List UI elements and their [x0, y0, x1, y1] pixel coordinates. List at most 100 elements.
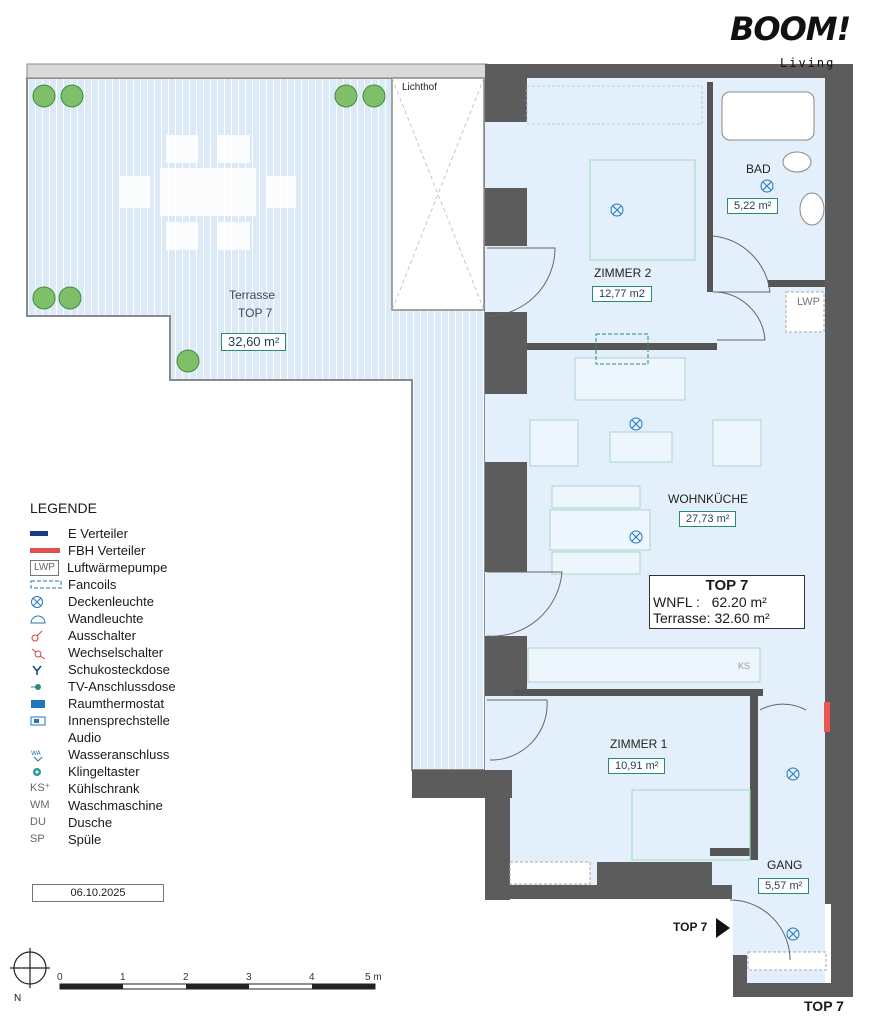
- wohnkueche-area: 27,73 m²: [679, 511, 737, 527]
- svg-text:WA: WA: [31, 750, 42, 757]
- summary-wnfl: WNFL : 62.20 m²: [653, 594, 767, 610]
- wall-top: [485, 64, 840, 78]
- wall-right: [825, 64, 853, 904]
- apartment-floor: [485, 78, 825, 985]
- bad-area: 5,22 m²: [727, 198, 779, 214]
- terrace-area-value: 32,60 m²: [221, 333, 287, 351]
- legend-item: TV-Anschlussdose: [30, 678, 176, 695]
- lichthof-label: Lichthof: [402, 82, 438, 93]
- e-verteiler-icon: [30, 527, 68, 541]
- sp-icon: SP: [30, 833, 45, 845]
- date-stamp: 06.10.2025: [32, 884, 164, 902]
- lichthof: [391, 77, 485, 311]
- legend-item: WA Wasseranschluss: [30, 746, 176, 763]
- scale-tick: 2: [183, 972, 189, 983]
- north-arrow-icon: [10, 948, 50, 988]
- zimmer2-area: 12,77 m2: [592, 286, 652, 302]
- legend-label: Dusche: [68, 815, 113, 830]
- wasseranschluss-icon: WA: [30, 748, 68, 762]
- north-label: N: [14, 993, 22, 1004]
- legend-item: Wechselschalter: [30, 644, 176, 661]
- tv-anschlussdose-icon: [30, 680, 68, 694]
- legend-item: Schukosteckdose: [30, 661, 176, 678]
- legend-item: SP Spüle: [30, 831, 176, 848]
- legend-item: Klingeltaster: [30, 763, 176, 780]
- entry-label: TOP 7: [673, 920, 708, 934]
- legend-label: Ausschalter: [68, 628, 136, 643]
- du-icon: DU: [30, 816, 46, 828]
- legend-item: Fancoils: [30, 576, 176, 593]
- legend-label: Wechselschalter: [68, 645, 164, 660]
- legend-item: E Verteiler: [30, 525, 176, 542]
- legend-item: Wandleuchte: [30, 610, 176, 627]
- legend-label: Innensprechstelle: [68, 713, 170, 728]
- zimmer1-label: ZIMMER 1: [610, 737, 668, 751]
- raumthermostat-icon: [30, 697, 68, 711]
- zimmer2-label: ZIMMER 2: [594, 266, 652, 280]
- legend-item: FBH Verteiler: [30, 542, 176, 559]
- terrace-label: Terrasse: [229, 288, 276, 302]
- gang-label: GANG: [767, 858, 803, 872]
- lwp-icon: LWP: [30, 559, 59, 576]
- unit-summary: TOP 7 WNFL : 62.20 m² Terrasse: 32.60 m²: [649, 575, 805, 629]
- ks-label: KS: [738, 661, 751, 671]
- fancoil-icon: [30, 578, 68, 592]
- innensprechstelle-icon: [30, 714, 68, 728]
- scale-tick: 0: [57, 972, 63, 983]
- summary-terrace: Terrasse: 32.60 m²: [653, 610, 770, 626]
- legend-item: DU Dusche: [30, 814, 176, 831]
- wandleuchte-icon: [30, 612, 68, 626]
- legend-label: Deckenleuchte: [68, 594, 154, 609]
- deckenleuchte-icon: [30, 595, 68, 609]
- scale-tick: 5 m: [365, 972, 382, 983]
- legend-label: Wasseranschluss: [68, 747, 170, 762]
- wohnkueche-label: WOHNKÜCHE: [668, 492, 748, 506]
- gang-area: 5,57 m²: [758, 878, 810, 894]
- legend-item: Deckenleuchte: [30, 593, 176, 610]
- legend-label: Raumthermostat: [68, 696, 165, 711]
- legend-label: FBH Verteiler: [68, 543, 146, 558]
- corner-label: TOP 7: [804, 998, 844, 1014]
- terrace-top-edge: [26, 63, 488, 79]
- legend-title: LEGENDE: [30, 500, 97, 516]
- wm-icon: WM: [30, 799, 50, 811]
- scale-tick: 3: [246, 972, 252, 983]
- plant-icon: [32, 84, 56, 108]
- scale-tick: 1: [120, 972, 126, 983]
- bad-label: BAD: [746, 162, 771, 176]
- schukosteckdose-icon: [30, 663, 68, 677]
- legend-item: Innensprechstelle: [30, 712, 176, 729]
- ceiling-light-icon: [610, 203, 624, 217]
- terrace-unit: TOP 7: [238, 306, 273, 320]
- legend-label: Audio: [68, 730, 102, 745]
- brand-logo: BOOM!: [730, 10, 851, 48]
- legend-item: Raumthermostat: [30, 695, 176, 712]
- summary-title: TOP 7: [705, 577, 749, 594]
- entry-arrow-icon: [716, 918, 730, 938]
- zimmer1-area: 10,91 m²: [608, 758, 666, 774]
- scale-bar: [59, 983, 376, 990]
- brand-sub: Living: [780, 56, 836, 70]
- legend-label: Luftwärmepumpe: [66, 560, 168, 575]
- ks-icon: KS⁺: [30, 782, 51, 794]
- fbh-verteiler-icon: [30, 544, 68, 558]
- wechselschalter-icon: [30, 646, 68, 660]
- klingeltaster-icon: [30, 765, 68, 779]
- legend-label: Spüle: [68, 832, 102, 847]
- legend-item: Audio: [30, 729, 176, 746]
- legend-spacer: [30, 731, 68, 745]
- legend-label: Kühlschrank: [68, 781, 140, 796]
- legend-label: TV-Anschlussdose: [68, 679, 176, 694]
- legend-item: WM Waschmaschine: [30, 797, 176, 814]
- legend-item: KS⁺ Kühlschrank: [30, 780, 176, 797]
- legend-label: Waschmaschine: [68, 798, 163, 813]
- legend-label: Klingeltaster: [68, 764, 140, 779]
- legend-label: Wandleuchte: [68, 611, 144, 626]
- legend-label: Fancoils: [68, 577, 117, 592]
- legend-label: Schukosteckdose: [68, 662, 170, 677]
- scale-tick: 4: [309, 972, 315, 983]
- ausschalter-icon: [30, 629, 68, 643]
- legend-label: E Verteiler: [68, 526, 128, 541]
